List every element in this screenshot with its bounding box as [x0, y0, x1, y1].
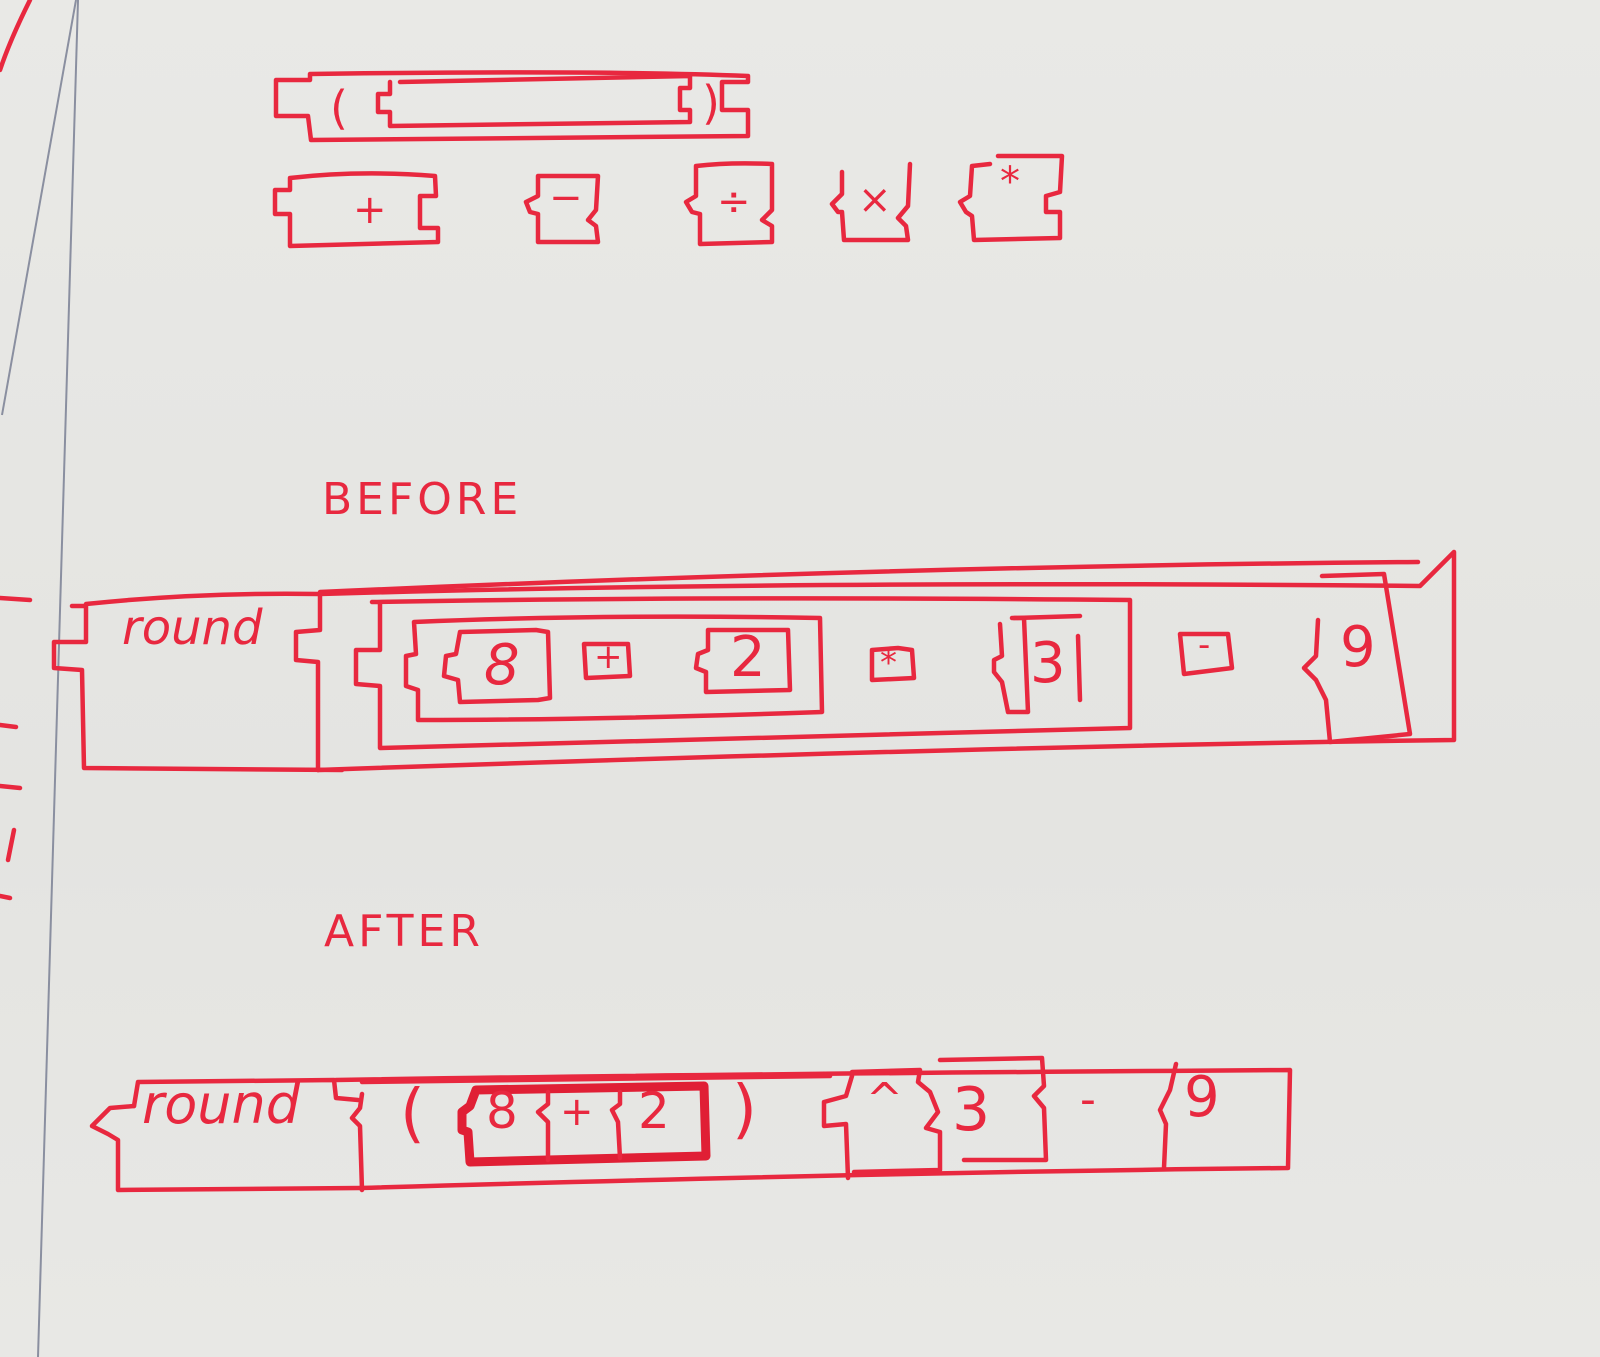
before-op-plus: + — [594, 637, 623, 677]
after-label: AFTER — [324, 906, 484, 957]
minus-glyph: − — [549, 175, 583, 221]
after-sum-group-highlighted[interactable] — [457, 1081, 711, 1167]
times-glyph: × — [858, 177, 892, 223]
before-multiply-group[interactable] — [353, 596, 1133, 751]
after-open-paren: ( — [400, 1077, 425, 1151]
before-value-3-block[interactable] — [991, 613, 1083, 715]
before-plus-block[interactable] — [581, 641, 633, 681]
after-value-3: 3 — [952, 1075, 991, 1145]
times-block-template[interactable] — [829, 161, 913, 243]
before-value-9: 9 — [1340, 615, 1376, 680]
asterisk-glyph: * — [1000, 159, 1020, 205]
after-op-caret: ^ — [866, 1074, 903, 1125]
before-value-8: 8 — [484, 633, 520, 698]
after-close-paren: ) — [732, 1073, 757, 1147]
after-round-label: round — [142, 1073, 300, 1136]
before-op-asterisk: * — [880, 643, 897, 683]
before-op-minus: - — [1198, 625, 1211, 665]
paren-close-glyph: ) — [702, 76, 720, 130]
before-value-3: 3 — [1030, 631, 1066, 696]
plus-block-template[interactable] — [272, 171, 441, 249]
after-round-block[interactable] — [89, 1067, 1293, 1193]
before-minus-block[interactable] — [1177, 631, 1235, 677]
before-value-2: 2 — [730, 625, 766, 690]
before-label: BEFORE — [322, 474, 523, 525]
after-value-9-block[interactable] — [1157, 1061, 1179, 1171]
minus-block-template[interactable] — [440, 173, 601, 245]
after-value-3-block[interactable] — [937, 1055, 1049, 1163]
after-op-minus: - — [1080, 1074, 1096, 1125]
after-paren-group[interactable] — [349, 1073, 833, 1193]
before-outer-group[interactable] — [315, 549, 1457, 773]
asterisk-block-template[interactable] — [957, 153, 1065, 243]
after-caret-block[interactable] — [821, 1067, 943, 1181]
before-round-label: round — [122, 600, 263, 656]
divide-glyph: ÷ — [717, 179, 751, 225]
after-value-8: 8 — [486, 1082, 518, 1140]
before-asterisk-block[interactable] — [869, 645, 917, 683]
after-value-2: 2 — [638, 1082, 670, 1140]
after-value-9: 9 — [1184, 1065, 1220, 1130]
margin-line — [1, 0, 77, 416]
after-op-plus: + — [560, 1089, 594, 1135]
before-round-block[interactable] — [51, 591, 345, 773]
plus-glyph: + — [353, 187, 387, 233]
before-value-9-block[interactable] — [1301, 571, 1413, 745]
edge-mark — [0, 0, 33, 73]
paren-open-glyph: ( — [330, 81, 348, 135]
divide-block-template[interactable] — [683, 161, 775, 247]
paren-block-template[interactable] — [273, 70, 751, 143]
before-value-8-block[interactable] — [441, 627, 553, 705]
before-value-2-block[interactable] — [693, 627, 793, 695]
before-sum-group[interactable] — [403, 614, 825, 723]
